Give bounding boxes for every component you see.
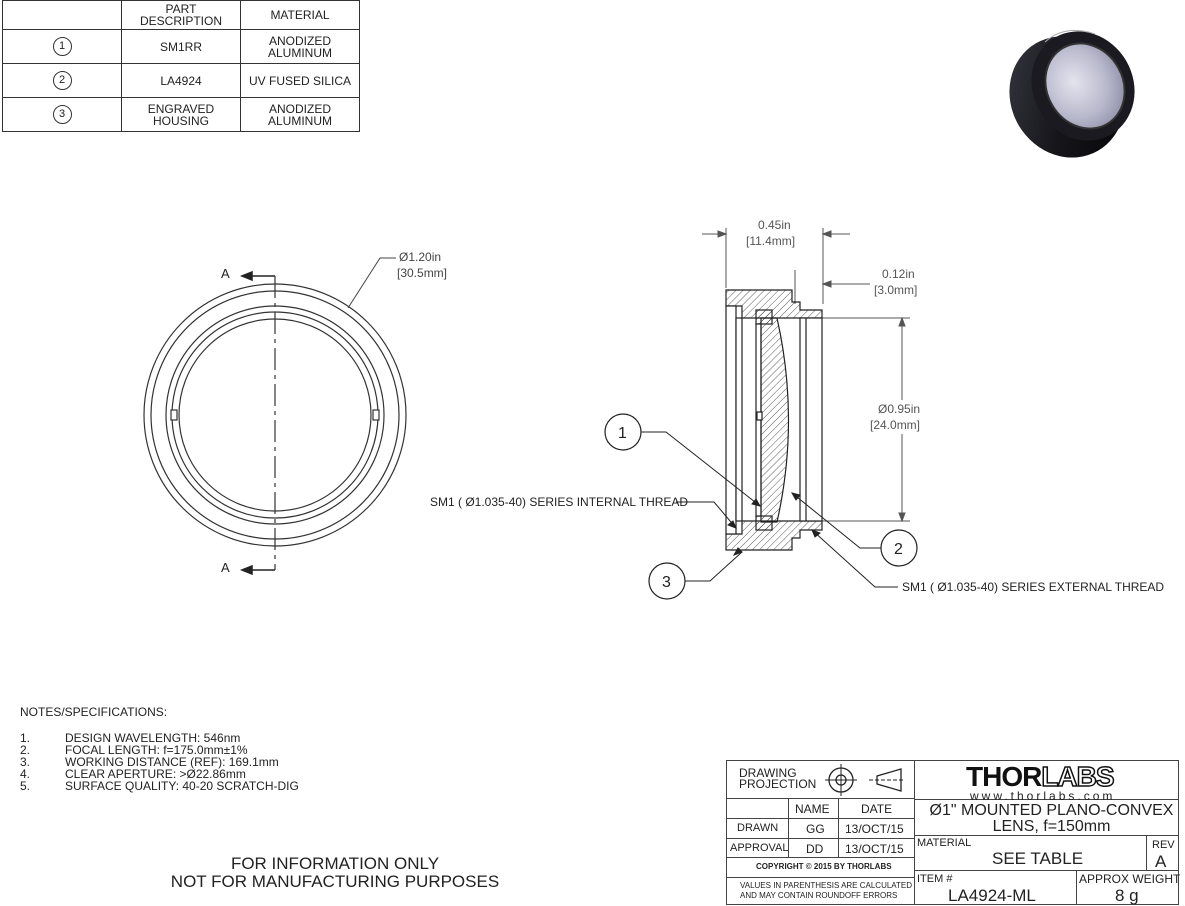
name-header: NAME [795, 802, 830, 816]
values-note: VALUES IN PARENTHESIS ARE CALCULATED AND… [740, 881, 913, 900]
table-row: 1 SM1RR ANODIZED ALUMINUM [2, 29, 360, 64]
parts-header-desc: PART DESCRIPTION [121, 0, 241, 30]
external-thread-section [799, 317, 823, 522]
part-description: ENGRAVED HOUSING [121, 97, 241, 132]
disclaimer: FOR INFORMATION ONLY NOT FOR MANUFACTURI… [160, 855, 510, 891]
inner-diameter-in: Ø0.95in [878, 402, 920, 416]
parts-header-num [2, 0, 122, 30]
disclaimer-line-2: NOT FOR MANUFACTURING PURPOSES [170, 872, 500, 891]
copyright-text: COPYRIGHT © 2015 BY THORLABS [756, 862, 892, 871]
section-label-top: A [221, 266, 230, 281]
balloon-2-label: 2 [894, 541, 903, 558]
part-description: LA4924 [121, 63, 241, 98]
section-label-bottom: A [221, 560, 230, 575]
part-number-balloon: 3 [52, 105, 72, 124]
list-item: 2.FOCAL LENGTH: f=175.0mm±1% [20, 743, 248, 757]
list-item: 1.DESIGN WAVELENGTH: 546nm [20, 731, 241, 745]
notes-specifications: NOTES/SPECIFICATIONS: 1.DESIGN WAVELENGT… [20, 706, 299, 792]
rev-label: REV [1152, 839, 1175, 851]
list-item: 4.CLEAR APERTURE: >Ø22.86mm [20, 767, 246, 781]
housing-bottom-wall [725, 520, 823, 551]
part-material: ANODIZED ALUMINUM [240, 29, 360, 64]
material-value: SEE TABLE [992, 849, 1084, 868]
weight-label: APPROX WEIGHT [1079, 872, 1181, 886]
parts-table: PART DESCRIPTION MATERIAL 1 SM1RR ANODIZ… [2, 0, 360, 132]
outer-diameter-mm: [30.5mm] [397, 266, 447, 280]
third-angle-projection-icon [825, 764, 905, 796]
parts-header-material: MATERIAL [240, 0, 360, 30]
part-number-balloon: 2 [52, 71, 72, 90]
weight-value: 8 g [1115, 886, 1139, 905]
approval-label: APPROVAL [730, 842, 789, 854]
thread-length-mm: [3.0mm] [874, 283, 917, 297]
item-label: ITEM # [917, 873, 953, 885]
inner-diameter-mm: [24.0mm] [870, 418, 920, 432]
balloon-3-label: 3 [662, 574, 671, 591]
thread-length-in: 0.12in [882, 267, 915, 281]
drawn-label: DRAWN [737, 822, 779, 834]
table-row: 3 ENGRAVED HOUSING ANODIZED ALUMINUM [2, 97, 360, 132]
section-view-drawing: 0.45in [11.4mm] 0.12in [3.0mm] Ø0.95in [… [430, 218, 1164, 600]
item-value: LA4924-ML [948, 886, 1036, 905]
material-label: MATERIAL [917, 837, 972, 849]
approval-name: DD [806, 842, 824, 856]
website-text: www.thorlabs.com [970, 789, 1116, 803]
product-render-image [1009, 29, 1135, 158]
part-material: UV FUSED SILICA [240, 63, 360, 98]
date-header: DATE [861, 802, 893, 816]
title-block [726, 760, 1179, 905]
list-item: 5.SURFACE QUALITY: 40-20 SCRATCH-DIG [20, 779, 299, 793]
rev-value: A [1155, 852, 1167, 871]
external-thread-callout: SM1 ( Ø1.035-40) SERIES EXTERNAL THREAD [902, 580, 1164, 594]
drawn-name: GG [806, 822, 825, 836]
part-material: ANODIZED ALUMINUM [240, 97, 360, 132]
list-item: 3.WORKING DISTANCE (REF): 169.1mm [20, 755, 279, 769]
thorlabs-logo: THORLABS [966, 761, 1115, 792]
housing-top-wall [725, 289, 823, 319]
part-number-balloon: 1 [52, 37, 72, 56]
balloon-1-label: 1 [618, 425, 627, 442]
lens-element [760, 317, 790, 523]
internal-thread-callout: SM1 ( Ø1.035-40) SERIES INTERNAL THREAD [430, 495, 688, 509]
part-description: SM1RR [121, 29, 241, 64]
drawing-projection-label: DRAWING PROJECTION [739, 766, 817, 791]
drawing-title: Ø1" MOUNTED PLANO-CONVEX LENS, f=150mm [929, 802, 1174, 835]
width-dim-in: 0.45in [758, 218, 791, 232]
housing-front-face [725, 305, 737, 535]
table-row: 2 LA4924 UV FUSED SILICA [2, 63, 360, 98]
outer-diameter-in: Ø1.20in [399, 250, 441, 264]
disclaimer-line-1: FOR INFORMATION ONLY [230, 854, 440, 873]
notes-heading: NOTES/SPECIFICATIONS: [20, 705, 168, 719]
front-view-drawing: A A Ø1.20in [30.5mm] [143, 250, 447, 576]
diameter-leader [347, 257, 396, 309]
approval-date: 13/OCT/15 [845, 842, 904, 856]
drawn-date: 13/OCT/15 [845, 822, 904, 836]
width-dim-mm: [11.4mm] [746, 234, 795, 248]
